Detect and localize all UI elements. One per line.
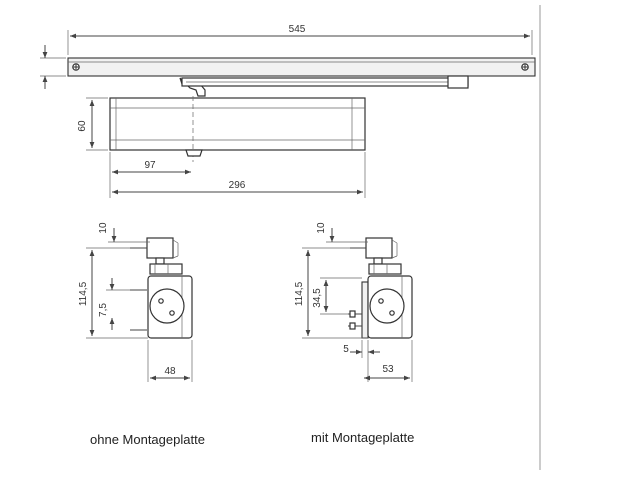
dim-rail-length: 545 xyxy=(289,24,306,35)
caption-with-plate: mit Montageplatte xyxy=(311,430,414,445)
arm-slider xyxy=(447,75,469,89)
dim-right-height: 114,5 xyxy=(294,281,305,306)
closer-body xyxy=(109,97,366,151)
side-view-with-plate: 10 114,5 34,5 5 53 xyxy=(294,222,413,382)
dim-right-width: 53 xyxy=(382,364,394,375)
caption-without-plate: ohne Montageplatte xyxy=(90,432,205,447)
top-view: 545 60 97 xyxy=(40,24,536,198)
side-view-without-plate: 10 114,5 7,5 48 xyxy=(78,222,193,382)
dim-body-height: 60 xyxy=(77,120,88,132)
dim-left-small: 7,5 xyxy=(98,303,109,317)
dim-left-width: 48 xyxy=(164,366,176,377)
pinion xyxy=(185,149,203,157)
dim-right-top: 10 xyxy=(316,222,327,234)
bracket-left xyxy=(146,237,174,259)
nut-left xyxy=(149,263,183,275)
mounting-plate xyxy=(361,281,369,339)
dim-left-height: 114,5 xyxy=(78,281,89,306)
dim-body-length: 296 xyxy=(229,180,246,191)
nut-right xyxy=(368,263,402,275)
dim-right-mid: 34,5 xyxy=(312,288,323,308)
bracket-right xyxy=(365,237,393,259)
slide-rail xyxy=(67,57,536,77)
dim-arm-offset: 97 xyxy=(144,160,156,171)
dim-right-small: 5 xyxy=(343,344,349,355)
dim-left-top: 10 xyxy=(98,222,109,234)
